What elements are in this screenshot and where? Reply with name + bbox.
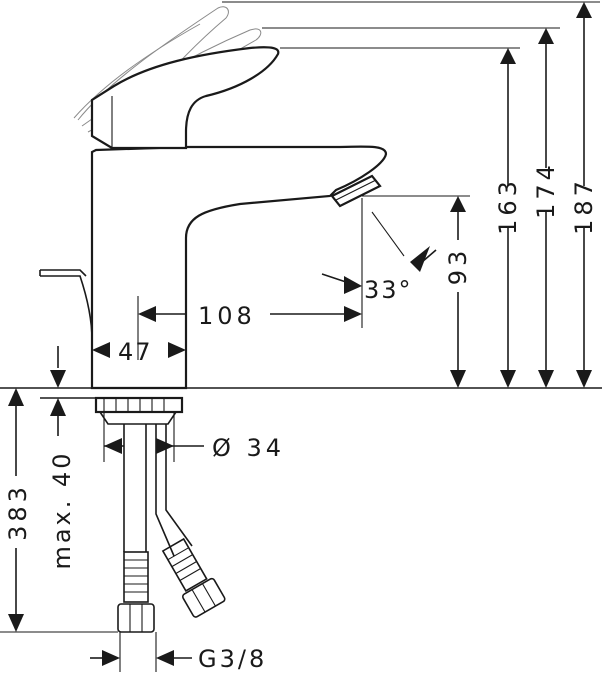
lever	[90, 46, 280, 150]
connection-thread-dimension	[90, 632, 192, 672]
thread-diameter-dimension	[103, 412, 204, 462]
dim-connection-thread: G3/8	[198, 645, 267, 673]
angle-dimension	[321, 198, 437, 328]
mounting-assembly	[94, 396, 226, 633]
dim-height-spout: 93	[444, 247, 472, 286]
dim-thread-diameter: Ø 34	[212, 434, 285, 462]
dim-height-body: 163	[494, 177, 522, 235]
pop-up-rod	[40, 275, 93, 341]
lever-handle	[73, 6, 280, 150]
spout-outline	[90, 145, 388, 390]
dim-height-total: 187	[570, 177, 598, 235]
hose-left	[123, 424, 147, 552]
nut-left	[117, 603, 155, 633]
dim-height-lever: 174	[532, 161, 560, 219]
base-width-dimension	[92, 296, 186, 360]
mounting-nut	[94, 396, 184, 414]
dim-hose-length: 383	[4, 483, 32, 541]
hose-fitting-left	[123, 551, 149, 603]
dim-angle: 33°	[364, 276, 413, 304]
dim-base-width: 47	[118, 338, 153, 366]
dim-spout-reach: 108	[198, 302, 256, 330]
dim-counter-max: max. 40	[48, 450, 76, 569]
counter-thickness-dimension	[50, 346, 66, 436]
height-dimensions	[222, 1, 600, 388]
faucet-body	[39, 145, 388, 390]
hose-length-dimension	[0, 388, 118, 633]
reach-dimension	[138, 240, 362, 330]
